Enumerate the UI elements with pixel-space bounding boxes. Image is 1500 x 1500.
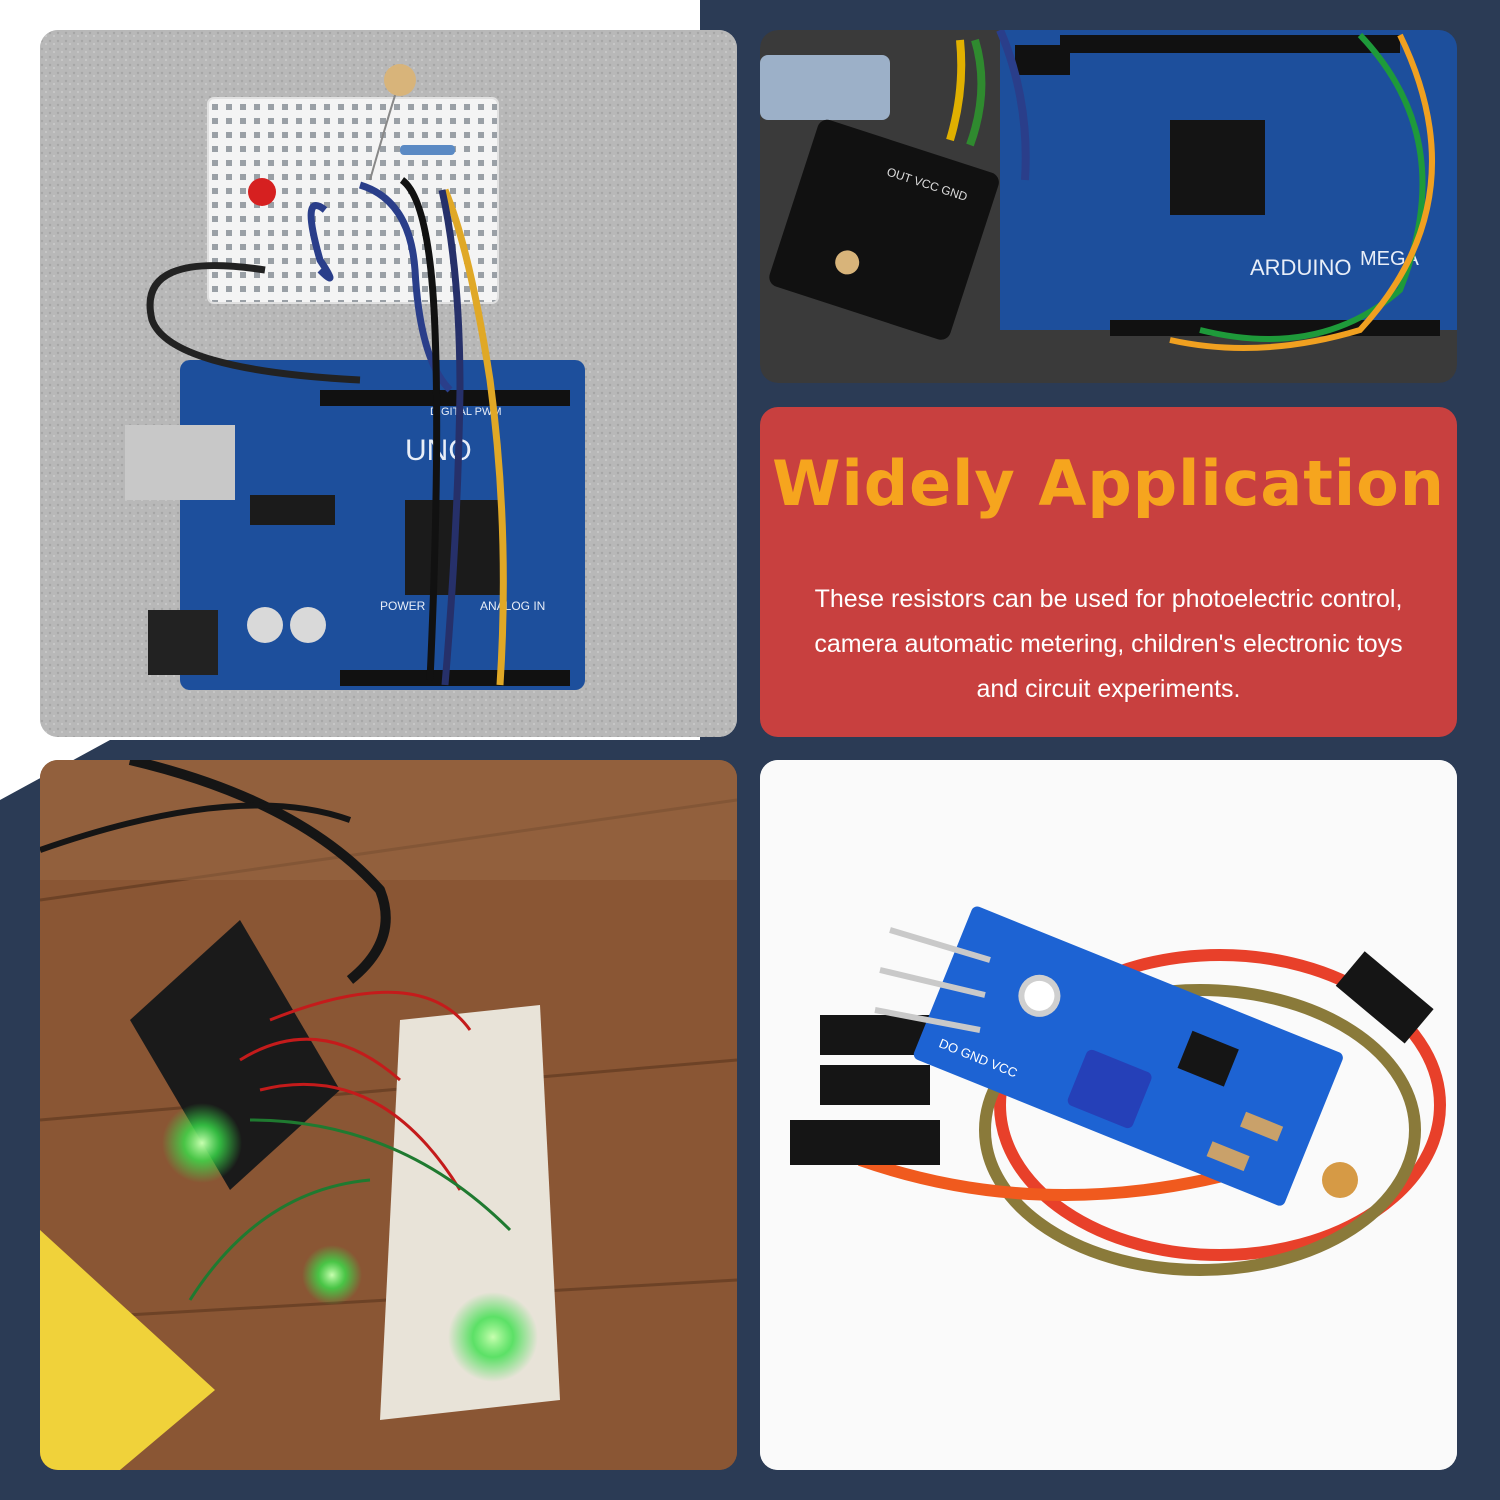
power-label: POWER: [380, 599, 426, 613]
photo-mega-sensor-module: OUT VCC GND ARDUINO MEGA: [760, 30, 1457, 383]
sensor-module-illustration: DO GND VCC: [760, 760, 1457, 1470]
uno-breadboard-illustration: UNO POWER ANALOG IN DIGITAL PWM: [40, 30, 737, 737]
photo-uno-breadboard: UNO POWER ANALOG IN DIGITAL PWM: [40, 30, 737, 737]
digital-label: DIGITAL PWM: [430, 406, 502, 418]
feature-panel: Widely Application These resistors can b…: [760, 407, 1457, 737]
arduino-label: ARDUINO: [1250, 255, 1351, 280]
table-project-illustration: [40, 760, 737, 1470]
mega-module-illustration: OUT VCC GND ARDUINO MEGA: [760, 30, 1457, 383]
photo-table-project: [40, 760, 737, 1470]
analog-label: ANALOG IN: [480, 599, 545, 613]
photo-light-sensor-module: DO GND VCC: [760, 760, 1457, 1470]
feature-title: Widely Application: [772, 447, 1445, 520]
feature-description: These resistors can be used for photoele…: [814, 585, 1403, 703]
